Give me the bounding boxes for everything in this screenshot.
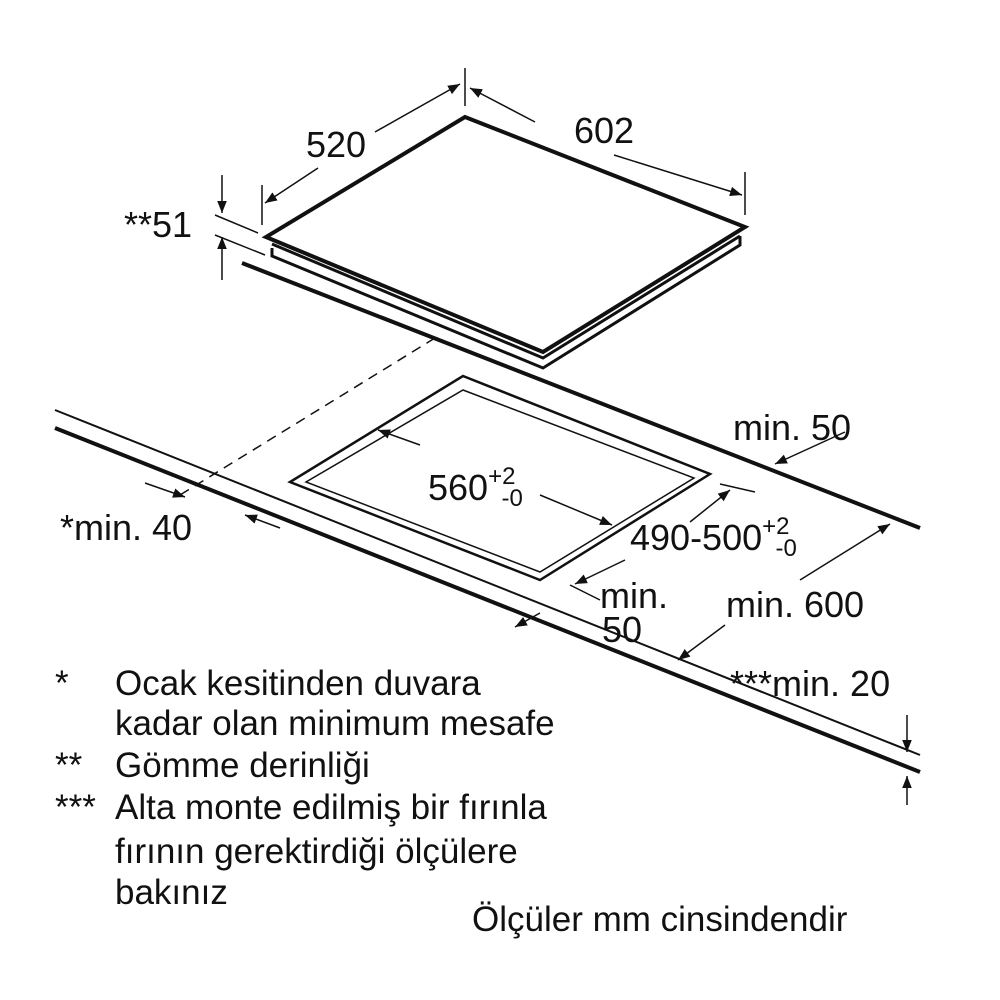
note-1-marker: *: [55, 664, 69, 703]
note-1-line-2: kadar olan minimum mesafe: [115, 704, 555, 743]
cutout-width-label: 560+2-0: [428, 465, 523, 511]
depth-label: 520: [306, 124, 367, 165]
worktop: [54, 261, 921, 774]
note-3-marker: ***: [55, 788, 96, 827]
cutout-depth-value: 490-500: [630, 517, 763, 558]
cooktop: [261, 114, 750, 370]
note-3-line-3: bakınız: [115, 873, 228, 912]
note-1-line-1: Ocak kesitinden duvara: [115, 664, 481, 703]
height-label: **51: [124, 204, 193, 245]
cutout-dimensions: [144, 429, 912, 805]
note-2-marker: **: [55, 746, 83, 785]
cutout-width-value: 560: [428, 467, 489, 508]
cutout-width-tol-minus: -0: [501, 485, 523, 512]
units-note: Ölçüler mm cinsindendir: [472, 900, 848, 939]
wall-min-label: *min. 40: [60, 507, 193, 548]
height-dimension: [214, 175, 266, 280]
front-min-label-1: min.: [600, 575, 669, 616]
cutout-depth-tol-plus: +2: [762, 513, 790, 540]
rear-min-label: min. 50: [733, 407, 852, 448]
width-label: 602: [574, 110, 635, 151]
width-dimension: [469, 87, 746, 215]
cutout-depth-tol-minus: -0: [775, 535, 797, 562]
depth-dimension: [261, 68, 466, 225]
front-min-label-2: 50: [602, 609, 643, 650]
cutout: [287, 374, 713, 582]
note-3-line-1: Alta monte edilmiş bir fırınla: [115, 788, 547, 827]
note-2-line-1: Gömme derinliği: [115, 746, 370, 785]
worktop-thickness-label: ***min. 20: [730, 663, 891, 704]
cutout-depth-label: 490-500+2-0: [630, 515, 797, 561]
note-3-line-2: fırının gerektirdiği ölçülere: [115, 832, 518, 871]
cutout-width-tol-plus: +2: [488, 463, 516, 490]
worktop-min-label: min. 600: [726, 584, 865, 625]
